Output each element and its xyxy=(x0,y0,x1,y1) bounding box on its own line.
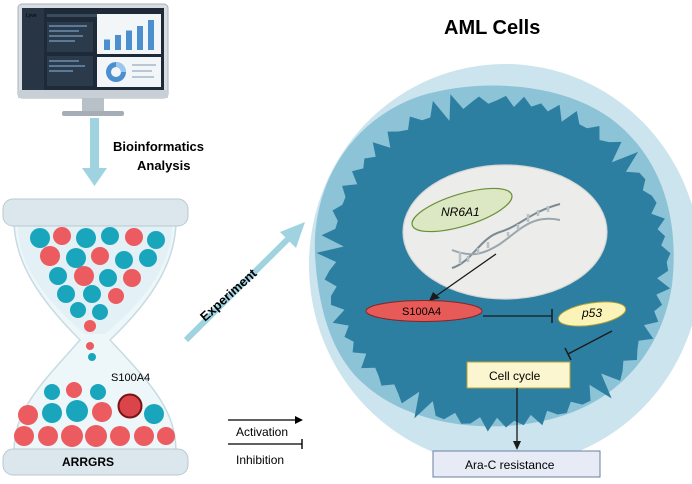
legend: Activation Inhibition xyxy=(228,416,303,467)
hourglass-ball xyxy=(84,320,96,332)
cell-cycle-to-resistance-arrowhead xyxy=(513,441,521,450)
hourglass-ball xyxy=(125,228,143,246)
hourglass-ball xyxy=(85,425,107,447)
hourglass-ball xyxy=(66,400,88,422)
hourglass-bottom-cap xyxy=(2,448,189,476)
hourglass-ball xyxy=(66,382,82,398)
s100a4-node xyxy=(365,300,483,322)
hourglass-ball xyxy=(92,402,112,422)
hourglass-ball xyxy=(134,426,154,446)
hourglass-title: ARRGRS xyxy=(62,455,114,469)
p53-node-label: p53 xyxy=(581,306,602,320)
hourglass-ball xyxy=(90,384,106,400)
hourglass-ball xyxy=(99,269,117,287)
experiment-arrow xyxy=(183,222,305,343)
s100a4-ball xyxy=(117,393,143,419)
hourglass-ball xyxy=(38,426,58,446)
hourglass-top-cap xyxy=(2,198,189,227)
activation-arrowhead-icon xyxy=(295,416,303,424)
analysis-arrow xyxy=(82,118,107,186)
cell-cycle-label: Cell cycle xyxy=(489,369,541,383)
nr6a1-to-s100a4-arrowhead xyxy=(429,292,440,301)
monitor-bar xyxy=(115,35,121,50)
hourglass-ball xyxy=(108,288,124,304)
monitor-bar-chart xyxy=(104,20,154,50)
p53-node xyxy=(557,301,627,327)
nucleus: NR6A1 xyxy=(402,164,608,300)
hourglass-ball xyxy=(91,247,109,265)
hourglass-s100a4-label: S100A4 xyxy=(111,372,150,384)
monitor-bar xyxy=(148,20,154,50)
hourglass-ball xyxy=(42,403,62,423)
hourglass-ball xyxy=(74,266,94,286)
experiment-label: Experiment xyxy=(197,265,260,324)
monitor-bar xyxy=(126,30,132,50)
monitor-bar xyxy=(137,26,143,50)
hourglass-ball xyxy=(139,249,157,267)
hourglass-ball xyxy=(30,228,50,248)
hourglass-ball xyxy=(66,248,86,268)
monitor-bar xyxy=(104,39,110,50)
bioinformatics-label-line2: Analysis xyxy=(137,158,190,173)
hourglass-ball xyxy=(157,427,175,445)
hourglass-ball xyxy=(88,353,96,361)
hourglass-ball xyxy=(53,227,71,245)
monitor-base xyxy=(62,111,124,116)
hourglass xyxy=(2,198,189,476)
computer-monitor-icon: Lyve xyxy=(17,3,169,116)
hourglass-ball xyxy=(49,267,67,285)
pathway: S100A4 p53 Cell cycle Ara-C resistance xyxy=(365,253,627,478)
hourglass-ball xyxy=(61,425,83,447)
monitor-brand: Lyve xyxy=(26,13,37,19)
hourglass-ball xyxy=(115,251,133,269)
title: AML Cells xyxy=(444,17,540,39)
s100a4-node-label: S100A4 xyxy=(402,306,441,318)
hourglass-ball xyxy=(18,405,38,425)
hourglass-ball xyxy=(70,302,86,318)
hourglass-ball xyxy=(57,285,75,303)
hourglass-ball xyxy=(144,404,164,424)
monitor-stand xyxy=(82,98,104,112)
hourglass-ball xyxy=(44,384,60,400)
hourglass-ball xyxy=(86,342,94,350)
hourglass-ball xyxy=(101,227,119,245)
hourglass-ball xyxy=(147,231,165,249)
cell-cycle-node xyxy=(466,361,571,389)
hourglass-ball xyxy=(110,426,130,446)
nr6a1-label: NR6A1 xyxy=(441,205,480,219)
hourglass-ball xyxy=(92,304,108,320)
inhibition-legend-label: Inhibition xyxy=(236,453,284,467)
dna-helix-icon xyxy=(451,203,561,269)
p53-inhibits-cell-cycle-bar xyxy=(564,347,572,361)
activation-legend-label: Activation xyxy=(236,425,288,439)
nr6a1-node xyxy=(411,187,513,233)
ara-c-resistance-node xyxy=(432,450,601,478)
hourglass-ball xyxy=(123,269,141,287)
aml-cell: NR6A1 xyxy=(309,64,692,466)
hourglass-ball xyxy=(40,246,60,266)
hourglass-ball xyxy=(76,228,96,248)
hourglass-ball xyxy=(14,426,34,446)
hourglass-balls xyxy=(14,227,175,447)
bioinformatics-label-line1: Bioinformatics xyxy=(113,139,204,154)
ara-c-resistance-label: Ara-C resistance xyxy=(465,458,555,472)
hourglass-ball xyxy=(83,285,101,303)
